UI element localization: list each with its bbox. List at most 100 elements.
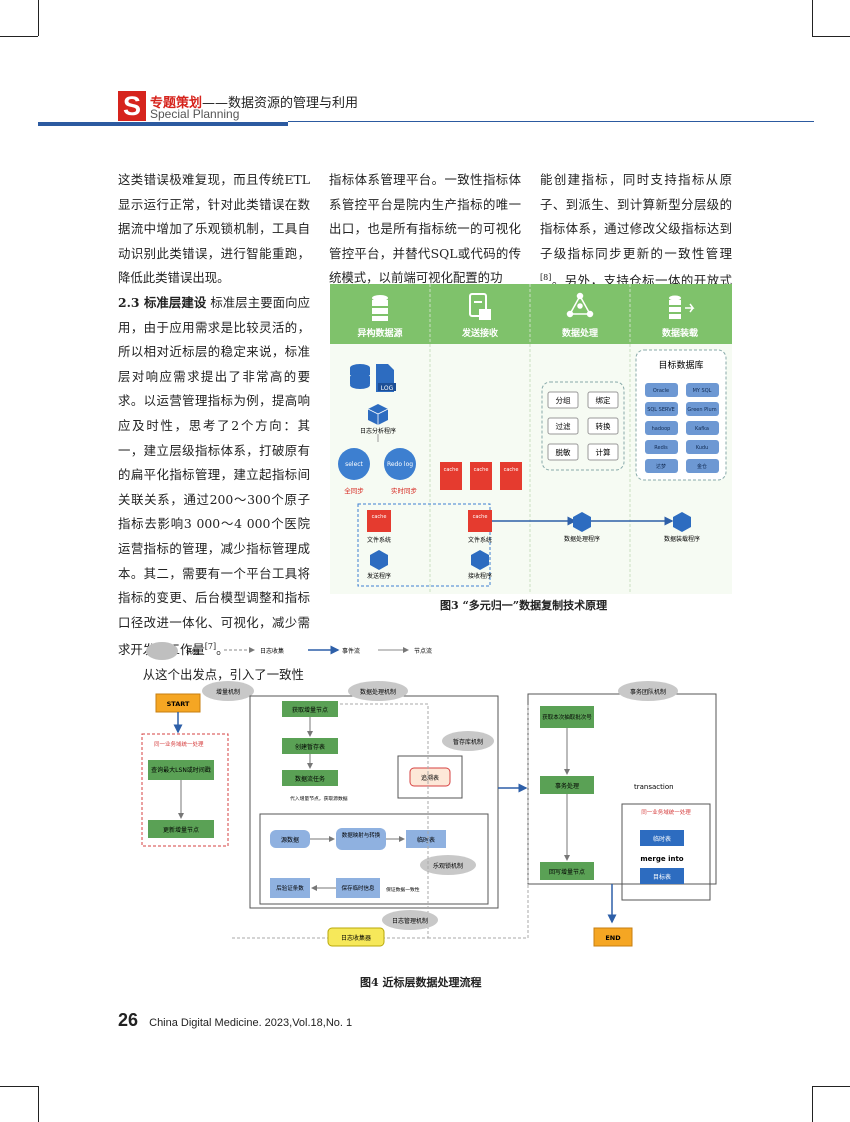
op-label: 分组 — [556, 395, 571, 405]
section-heading: 2.3 标准层建设 — [118, 294, 207, 310]
citation: [8] — [540, 273, 552, 283]
crop-mark — [0, 1086, 38, 1087]
header-bar — [38, 122, 288, 126]
cube-icon — [673, 512, 691, 532]
mechanism-bubble — [618, 681, 678, 701]
process-label: 创建暂存表 — [295, 743, 325, 751]
cube-icon — [370, 550, 388, 570]
cache-label: cache — [444, 467, 459, 473]
figure-4-diagram: 机制 日志收集 事件流 节点流 START 增量机制 同一业务域统一处理 查询最… — [141, 642, 717, 947]
legend-label: 事件流 — [342, 647, 360, 655]
text-column-3: 能创建指标，同时支持指标从原子、到派生、到计算新型分层级的指标体系，通过修改父级… — [540, 168, 732, 319]
log-collector — [327, 927, 385, 947]
db-label: 达梦 — [656, 463, 666, 470]
process-label: 事务处理 — [555, 782, 579, 790]
database-stack-icon — [372, 295, 388, 321]
legend-bubble — [146, 642, 178, 660]
redo-node — [384, 448, 416, 480]
col-title: 发送接收 — [461, 327, 498, 339]
mechanism-bubble — [382, 910, 438, 930]
realtime-sync-label: 实时同步 — [391, 486, 418, 495]
node-label: 发送程序 — [367, 572, 391, 580]
cache-box — [468, 510, 492, 532]
section-english: Special Planning — [150, 107, 240, 121]
cube-icon — [573, 512, 591, 532]
process-box — [640, 868, 684, 884]
col-title: 异构数据源 — [357, 327, 402, 339]
db-label: Redis — [654, 445, 668, 451]
merge-label: merge into — [640, 855, 683, 863]
paragraph: 2.3 标准层建设 标准层主要面向应用，由于应用需求是比较灵活的，所以相对近标层… — [118, 291, 310, 663]
node-label: 日志分析程序 — [360, 427, 396, 435]
process-label: 数据映射与转换 — [342, 831, 381, 839]
full-sync-label: 全同步 — [344, 486, 364, 495]
cache-box — [367, 510, 391, 532]
db-label: Kafka — [695, 426, 709, 432]
process-label: 追溯表 — [421, 774, 439, 782]
target-db-grid: Oracle MY SQL SQL SERVE Green Plum hadoo… — [645, 383, 719, 473]
cube-icon — [367, 404, 389, 425]
mechanism-bubble — [420, 855, 476, 875]
log-path — [428, 704, 529, 939]
node-label: 接收程序 — [468, 572, 492, 580]
crop-mark — [812, 1086, 850, 1087]
section-subtitle: ——数据资源的管理与利用 — [202, 96, 359, 111]
process-box — [540, 776, 594, 794]
section-title: 专题策划——数据资源的管理与利用 — [150, 92, 358, 111]
cube-icon — [471, 550, 489, 570]
op-label: 绑定 — [596, 395, 611, 405]
database-icon — [350, 364, 370, 389]
node-label: 数据处理程序 — [564, 535, 600, 543]
process-box — [406, 830, 446, 848]
process-label: 获取增量节点 — [292, 706, 328, 714]
bubble-label: 日志管理机制 — [392, 917, 428, 925]
process-label: 更新增量节点 — [163, 826, 199, 834]
bubble-label: 暂存库机制 — [453, 738, 483, 746]
log-file-icon: LOG — [376, 364, 396, 392]
process-box — [282, 701, 338, 717]
node-label: Redo log — [387, 461, 413, 468]
figure-3-caption: 图3 “多元归一”数据复制技术原理 — [440, 599, 608, 612]
paragraph: 指标体系管理平台。一致性指标体系管控平台是院内生产指标的唯一出口，也是所有指标统… — [329, 172, 521, 286]
group-note: 同一业务域统一处理 — [641, 808, 691, 816]
transfer-path — [357, 503, 491, 587]
crop-mark — [812, 36, 850, 37]
crop-mark — [812, 1086, 813, 1122]
paragraph-text: 标准层主要面向应用，由于应用需求是比较灵活的，所以相对近标层的稳定来说，标准层对… — [118, 294, 310, 658]
bubble-label: 事务团队机制 — [630, 688, 666, 696]
log-label: LOG — [381, 385, 394, 392]
db-label: Green Plum — [687, 407, 716, 413]
crop-mark — [38, 0, 39, 36]
inner-group — [259, 813, 489, 905]
cache-box — [440, 462, 462, 490]
db-label: 金仓 — [697, 463, 707, 470]
process-box — [148, 820, 214, 838]
legend-label: 日志收集 — [260, 647, 284, 655]
target-title: 目标数据库 — [658, 359, 703, 371]
op-label: 计算 — [596, 447, 611, 457]
crop-mark — [812, 0, 813, 36]
trace-table — [409, 767, 451, 787]
end-node — [593, 927, 633, 947]
process-box — [336, 878, 380, 898]
crop-mark — [38, 1086, 39, 1122]
process-label: 临时表 — [417, 836, 435, 844]
cache-label: cache — [474, 467, 489, 473]
bubble-label: 乐观锁机制 — [433, 862, 463, 870]
cache-box — [500, 462, 522, 490]
process-box — [270, 830, 310, 848]
cache-label: cache — [504, 467, 519, 473]
cache-label: cache — [473, 514, 488, 520]
bubble-label: 数据处理机制 — [360, 688, 396, 696]
merge-group — [621, 803, 711, 901]
process-box — [540, 862, 594, 880]
citation: [7] — [204, 642, 217, 652]
document-lock-icon — [469, 293, 491, 320]
db-label: Kudu — [696, 445, 709, 451]
process-box — [282, 770, 338, 786]
cache-label: cache — [372, 514, 387, 520]
log-collector-label: 日志收集器 — [341, 934, 371, 942]
text-column-2: 指标体系管理平台。一致性指标体系管控平台是院内生产指标的唯一出口，也是所有指标统… — [329, 168, 521, 291]
start-label: START — [167, 700, 190, 708]
legend-label: 节点流 — [414, 647, 432, 655]
